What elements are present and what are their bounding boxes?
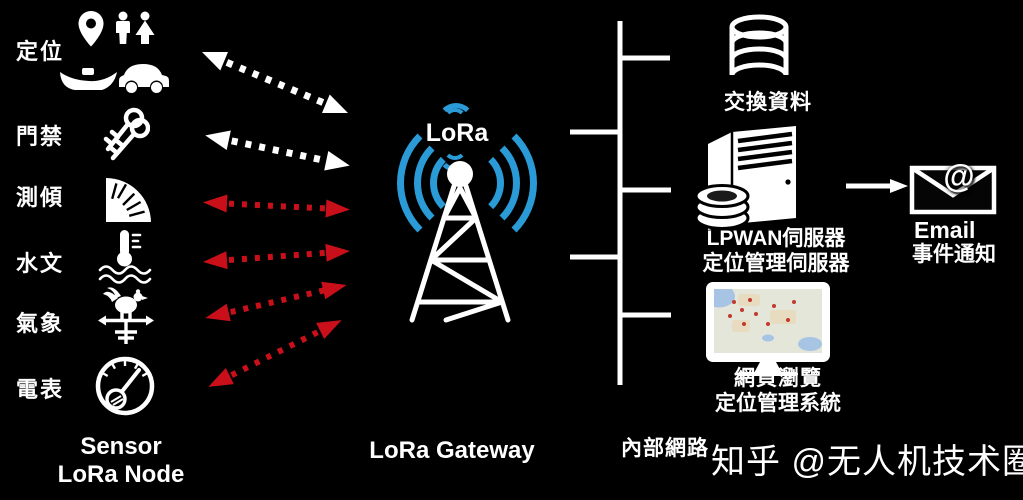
radio-tower-icon <box>402 152 518 324</box>
browser-caption-line2: 定位管理系統 <box>715 392 841 415</box>
database-icon <box>722 14 796 90</box>
lora-logo-wave-top-inner <box>443 108 467 132</box>
lora-logo-wave-top-outer <box>437 103 475 141</box>
power-meter-icon <box>92 354 158 418</box>
server-icon <box>692 124 814 230</box>
sensor-label-positioning: 定位 <box>16 39 65 64</box>
envelope-icon <box>908 158 998 216</box>
gateway-caption: LoRa Gateway <box>369 437 535 464</box>
radio-wave-right-3 <box>397 113 537 253</box>
red-dotted-arrows <box>203 194 350 387</box>
email-at-symbol: @ <box>943 158 975 194</box>
white-dotted-arrows <box>202 51 350 171</box>
monitor-map-icon <box>704 280 836 376</box>
node-caption-line1: Sensor <box>80 433 162 460</box>
sensor-label-access-control: 門禁 <box>16 124 65 149</box>
boat-icon <box>58 60 118 94</box>
node-caption-line2: LoRa Node <box>57 461 185 488</box>
server-caption-line1: LPWAN伺服器 <box>706 227 846 250</box>
weather-vane-icon <box>98 286 154 346</box>
tilt-protractor-icon <box>100 172 158 226</box>
water-thermometer-icon <box>98 228 152 284</box>
map-water <box>714 289 822 351</box>
exchange-caption: 交換資料 <box>724 91 812 114</box>
server-caption-line2: 定位管理伺服器 <box>702 252 850 275</box>
network-backbone-line <box>570 21 671 385</box>
car-icon <box>118 58 170 96</box>
sensor-label-hydrology: 水文 <box>16 251 65 276</box>
backhaul-caption: 內部網路 <box>621 437 709 460</box>
email-caption-subtitle: 事件通知 <box>912 243 996 266</box>
people-icon <box>112 11 158 45</box>
email-caption-title: Email <box>914 217 976 243</box>
sensor-label-power-meter: 電表 <box>16 377 65 402</box>
keys-icon <box>96 106 150 162</box>
sensor-label-weather: 氣象 <box>16 311 65 336</box>
browser-caption-line1: 網頁瀏覽 <box>734 367 822 390</box>
sensor-label-tilt: 測傾 <box>16 185 65 210</box>
location-pin-icon <box>76 10 106 48</box>
watermark: 知乎 @无人机技术圈 <box>711 443 1023 481</box>
